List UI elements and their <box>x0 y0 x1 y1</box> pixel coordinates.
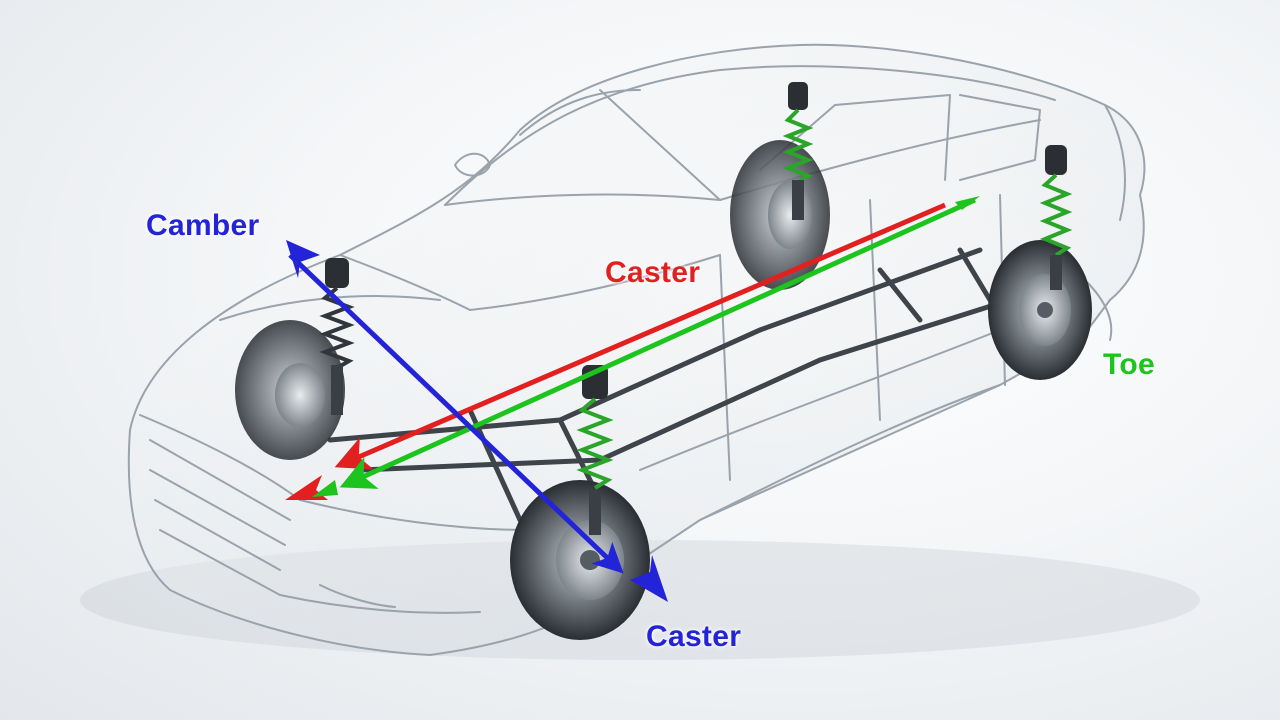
toe-green-arrow <box>339 197 977 489</box>
caster-red-label: Caster <box>605 256 701 289</box>
camber-label: Camber <box>146 209 260 242</box>
caster-blue-arrowhead <box>630 555 668 602</box>
rear-right-strut-icon <box>782 82 814 220</box>
front-right-wheel-icon <box>235 320 345 460</box>
toe-green-arrowhead-rear <box>955 196 980 210</box>
front-left-wheel-icon <box>510 480 650 640</box>
rear-right-wheel-icon <box>730 140 830 290</box>
camber-blue-arrowhead-top <box>286 240 320 278</box>
toe-green-arrowhead-front <box>312 480 338 497</box>
rear-left-wheel-icon <box>988 240 1092 380</box>
caster-blue-label: Caster <box>646 620 742 653</box>
camber-blue-arrow <box>288 253 624 574</box>
caster-red-arrow <box>334 202 946 470</box>
toe-label: Toe <box>1103 348 1156 381</box>
rear-left-strut-icon <box>1039 145 1073 290</box>
transparent-car-body-icon <box>127 43 1146 656</box>
